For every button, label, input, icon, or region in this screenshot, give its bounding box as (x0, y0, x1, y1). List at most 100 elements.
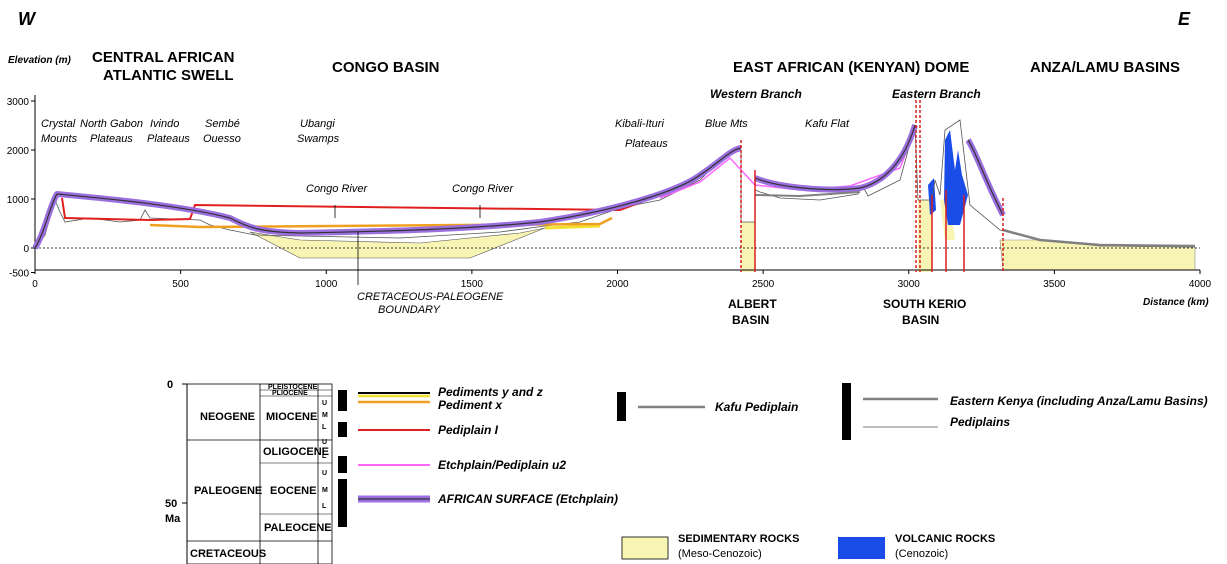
place-congo-river-1: Congo River (306, 183, 368, 195)
sub-epoch-label: M (322, 487, 328, 494)
place-kafu-flat: Kafu Flat (805, 118, 850, 130)
place-sembe-2: Ouesso (203, 133, 241, 145)
epoch-neogene: NEOGENE (200, 411, 255, 423)
place-crystal-1: Crystal (41, 118, 76, 130)
y-tick-label: 2000 (7, 146, 30, 157)
legend-pediplain-1: Pediplain I (438, 423, 499, 437)
african-surface-core (34, 124, 1004, 249)
x-tick-label: 3000 (898, 279, 921, 290)
sedimentary-fills (249, 198, 1196, 272)
legend-african-surface: AFRICAN SURFACE (Etchplain) (437, 492, 618, 506)
legend-volc-swatch (838, 537, 885, 559)
epoch-paleogene: PALEOGENE (194, 485, 262, 497)
basin-albert-2: BASIN (732, 313, 769, 327)
region-central-african-2: ATLANTIC SWELL (103, 67, 234, 84)
legend-sed-swatch (621, 536, 669, 560)
west-label: W (18, 9, 37, 29)
epoch-miocene: MIOCENE (266, 411, 317, 423)
legend: Pediments y and z Pediment x Pediplain I… (358, 385, 1208, 560)
place-crystal-2: Mounts (41, 133, 78, 145)
age-0: 0 (167, 379, 173, 391)
sub-epoch-label: L (322, 424, 327, 431)
volcanic-fills (928, 130, 968, 225)
legend-pediment-x: Pediment x (438, 398, 503, 412)
bar-kafu (617, 392, 626, 421)
age-unit: Ma (165, 513, 181, 525)
basin-kerio-1: SOUTH KERIO (883, 297, 966, 311)
sub-epoch-label: U (322, 439, 327, 446)
basin-kerio-2: BASIN (902, 313, 939, 327)
legend-eastern-kenya: Eastern Kenya (including Anza/Lamu Basin… (950, 394, 1208, 408)
x-tick-label: 2500 (752, 279, 775, 290)
bar-3 (338, 456, 347, 473)
legend-etchplain-u2: Etchplain/Pediplain u2 (438, 458, 566, 472)
epoch-cretaceous: CRETACEOUS (190, 548, 266, 560)
epoch-pleistocene: PLEISTOCENE (268, 384, 318, 391)
x-tick-label: 4000 (1189, 279, 1212, 290)
branch-eastern: Eastern Branch (892, 87, 981, 101)
sub-epoch-label: M (322, 412, 328, 419)
epoch-oligocene: OLIGOCENE (263, 446, 329, 458)
place-kibali-1: Kibali-Ituri (615, 118, 664, 130)
sub-epoch-label: U (322, 470, 327, 477)
place-gabon-1: North Gabon (80, 118, 143, 130)
legend-volc-title: VOLCANIC ROCKS (895, 533, 995, 545)
pediplain-1-line (61, 194, 661, 222)
bar-kenya (842, 383, 851, 440)
y-tick-label: 1000 (7, 195, 30, 206)
column-frame (186, 383, 333, 564)
place-kibali-2: Plateaus (625, 138, 668, 150)
region-east-african-dome: EAST AFRICAN (KENYAN) DOME (733, 59, 969, 76)
epoch-eocene: EOCENE (270, 485, 316, 497)
column-bars (338, 383, 851, 527)
bar-1 (338, 390, 347, 411)
y-tick-label: 3000 (7, 97, 30, 108)
place-ubangi-1: Ubangi (300, 118, 335, 130)
bar-2 (338, 422, 347, 437)
epoch-paleocene: PALEOCENE (264, 522, 332, 534)
y-axis-title: Elevation (m) (8, 55, 71, 66)
x-tick-label: 2000 (606, 279, 629, 290)
pediment-yz-line (544, 224, 601, 230)
x-tick-label: 1500 (461, 279, 484, 290)
x-tick-label: 500 (172, 279, 189, 290)
epoch-pliocene: PLIOCENE (272, 390, 308, 397)
x-tick-label: 3500 (1043, 279, 1066, 290)
legend-sed-title: SEDIMENTARY ROCKS (678, 533, 799, 545)
age-50: 50 (165, 498, 177, 510)
branch-western: Western Branch (710, 87, 802, 101)
region-congo-basin: CONGO BASIN (332, 59, 440, 76)
sub-epoch-label: L (322, 453, 327, 460)
legend-sed-sub: (Meso-Cenozoic) (678, 548, 762, 560)
y-ticks: 3000 2000 1000 0 -500 (7, 97, 35, 280)
sub-epoch-label: U (322, 400, 327, 407)
y-tick-label: -500 (9, 269, 29, 280)
congo-basin-sediments (249, 227, 546, 259)
bar-4 (338, 479, 347, 527)
kerio-basin-sediments (918, 200, 932, 272)
volcanic-body-2 (944, 130, 968, 225)
y-tick-label: 0 (23, 244, 29, 255)
region-anza-lamu: ANZA/LAMU BASINS (1030, 59, 1180, 76)
place-congo-river-2: Congo River (452, 183, 514, 195)
boundary-label-2: BOUNDARY (378, 304, 441, 316)
x-tick-label: 0 (32, 279, 38, 290)
legend-kafu: Kafu Pediplain (715, 400, 798, 414)
eastern-kenya-line (1002, 228, 1196, 248)
place-sembe-1: Sembé (205, 118, 240, 130)
boundary-label-1: CRETACEOUS-PALEOGENE (357, 291, 504, 303)
legend-volc-sub: (Cenozoic) (895, 548, 948, 560)
place-ivindo-1: Ivindo (150, 118, 179, 130)
basin-albert-1: ALBERT (728, 297, 777, 311)
east-label: E (1178, 9, 1191, 29)
region-central-african-1: CENTRAL AFRICAN (92, 49, 235, 66)
place-blue-mts: Blue Mts (705, 118, 748, 130)
place-ivindo-2: Plateaus (147, 133, 190, 145)
place-gabon-2: Plateaus (90, 133, 133, 145)
sub-epoch-label: L (322, 503, 327, 510)
legend-pediplains: Pediplains (950, 415, 1010, 429)
albert-basin-sediments (741, 222, 755, 272)
